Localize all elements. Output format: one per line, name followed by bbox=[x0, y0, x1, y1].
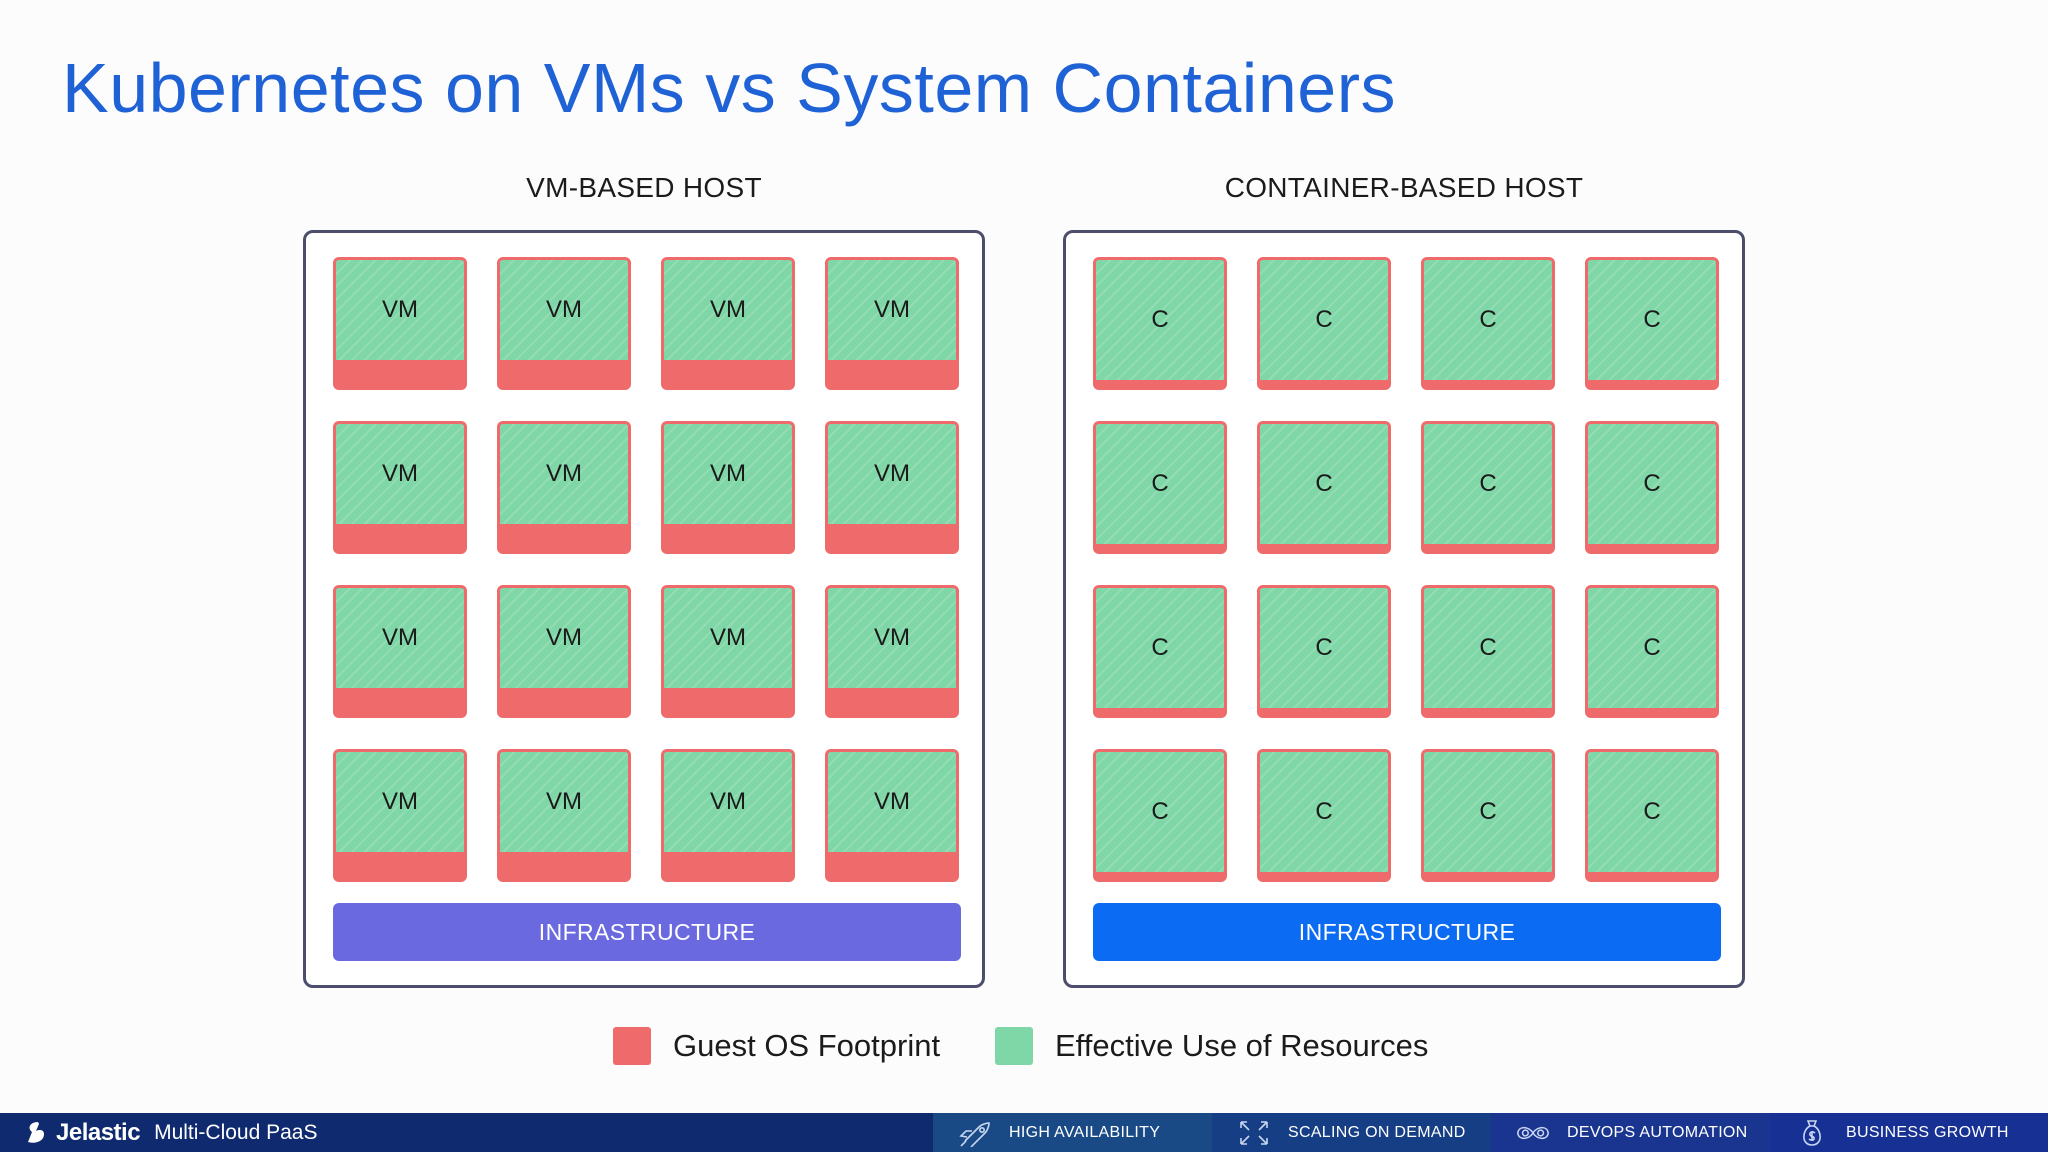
scaling-arrows-icon bbox=[1234, 1118, 1274, 1148]
vm-box: VM bbox=[497, 257, 631, 390]
vm-label: VM bbox=[500, 424, 628, 524]
vm-label: VM bbox=[336, 752, 464, 852]
legend-effective-label: Effective Use of Resources bbox=[1055, 1028, 1429, 1063]
vm-label: VM bbox=[828, 588, 956, 688]
container-host-label: CONTAINER-BASED HOST bbox=[1224, 172, 1584, 203]
container-box: C bbox=[1257, 585, 1391, 718]
container-box: C bbox=[1421, 257, 1555, 390]
feature-high-availability[interactable]: HIGH AVAILABILITY bbox=[933, 1113, 1212, 1152]
container-label: C bbox=[1096, 260, 1224, 380]
container-box: C bbox=[1421, 585, 1555, 718]
container-label: C bbox=[1260, 260, 1388, 380]
vm-box: VM bbox=[661, 749, 795, 882]
vm-label: VM bbox=[664, 260, 792, 360]
vm-box: VM bbox=[825, 257, 959, 390]
vm-infrastructure-bar: INFRASTRUCTURE bbox=[333, 903, 961, 961]
vm-label: VM bbox=[828, 424, 956, 524]
vm-box: VM bbox=[497, 749, 631, 882]
legend-guest-os-label: Guest OS Footprint bbox=[673, 1028, 941, 1063]
container-host-panel: C C C C C C C C C C C C C C C C INFRASTR… bbox=[1063, 230, 1745, 988]
feature-devops-automation[interactable]: DEVOPS AUTOMATION bbox=[1491, 1113, 1770, 1152]
feature-label: SCALING ON DEMAND bbox=[1288, 1123, 1466, 1141]
vm-host-label: VM-BASED HOST bbox=[526, 172, 762, 203]
vm-label: VM bbox=[500, 260, 628, 360]
vm-box: VM bbox=[333, 585, 467, 718]
container-box: C bbox=[1257, 749, 1391, 882]
container-label: C bbox=[1260, 424, 1388, 544]
vm-label: VM bbox=[336, 424, 464, 524]
container-label: C bbox=[1588, 752, 1716, 872]
vm-label: VM bbox=[500, 752, 628, 852]
feature-label: DEVOPS AUTOMATION bbox=[1567, 1123, 1748, 1141]
vm-box: VM bbox=[661, 585, 795, 718]
brand: Jelastic Multi-Cloud PaaS bbox=[24, 1113, 317, 1152]
container-label: C bbox=[1424, 260, 1552, 380]
container-grid: C C C C C C C C C C C C C C C C bbox=[1093, 257, 1721, 885]
vm-label: VM bbox=[336, 260, 464, 360]
container-box: C bbox=[1093, 257, 1227, 390]
container-label: C bbox=[1260, 752, 1388, 872]
container-box: C bbox=[1093, 749, 1227, 882]
container-label: C bbox=[1424, 424, 1552, 544]
rocket-icon bbox=[955, 1118, 995, 1148]
vm-box: VM bbox=[333, 257, 467, 390]
container-box: C bbox=[1585, 749, 1719, 882]
feature-business-growth[interactable]: BUSINESS GROWTH bbox=[1770, 1113, 2048, 1152]
footer-bar: Jelastic Multi-Cloud PaaS HIGH AVAILABIL… bbox=[0, 1113, 2048, 1152]
brand-name: Jelastic bbox=[56, 1118, 141, 1146]
legend-guest-os: Guest OS Footprint bbox=[613, 1026, 940, 1066]
vm-grid: VM VM VM VM VM VM VM VM VM VM VM VM VM V… bbox=[333, 257, 961, 885]
money-bag-icon bbox=[1792, 1118, 1832, 1148]
container-box: C bbox=[1257, 257, 1391, 390]
container-box: C bbox=[1257, 421, 1391, 554]
vm-box: VM bbox=[661, 257, 795, 390]
container-label: C bbox=[1096, 424, 1224, 544]
vm-box: VM bbox=[661, 421, 795, 554]
infinity-icon bbox=[1513, 1118, 1553, 1148]
jelastic-logo-icon bbox=[28, 1121, 44, 1143]
vm-label: VM bbox=[828, 752, 956, 852]
vm-box: VM bbox=[825, 585, 959, 718]
container-label: C bbox=[1588, 588, 1716, 708]
vm-label: VM bbox=[664, 588, 792, 688]
slide-title: Kubernetes on VMs vs System Containers bbox=[62, 49, 1397, 127]
vm-box: VM bbox=[497, 585, 631, 718]
container-box: C bbox=[1585, 421, 1719, 554]
vm-box: VM bbox=[825, 749, 959, 882]
container-box: C bbox=[1093, 585, 1227, 718]
container-box: C bbox=[1421, 421, 1555, 554]
vm-box: VM bbox=[497, 421, 631, 554]
container-label: C bbox=[1588, 260, 1716, 380]
container-box: C bbox=[1585, 257, 1719, 390]
vm-host-panel: VM VM VM VM VM VM VM VM VM VM VM VM VM V… bbox=[303, 230, 985, 988]
vm-label: VM bbox=[336, 588, 464, 688]
container-label: C bbox=[1096, 588, 1224, 708]
brand-tagline: Multi-Cloud PaaS bbox=[154, 1120, 318, 1144]
feature-scaling-on-demand[interactable]: SCALING ON DEMAND bbox=[1212, 1113, 1491, 1152]
container-infrastructure-bar: INFRASTRUCTURE bbox=[1093, 903, 1721, 961]
vm-label: VM bbox=[664, 752, 792, 852]
vm-label: VM bbox=[664, 424, 792, 524]
vm-label: VM bbox=[828, 260, 956, 360]
vm-box: VM bbox=[333, 421, 467, 554]
container-box: C bbox=[1585, 585, 1719, 718]
guest-os-swatch bbox=[613, 1027, 651, 1065]
feature-label: HIGH AVAILABILITY bbox=[1009, 1123, 1161, 1141]
legend-effective: Effective Use of Resources bbox=[995, 1026, 1428, 1066]
container-box: C bbox=[1093, 421, 1227, 554]
container-label: C bbox=[1424, 588, 1552, 708]
vm-box: VM bbox=[333, 749, 467, 882]
container-label: C bbox=[1424, 752, 1552, 872]
container-box: C bbox=[1421, 749, 1555, 882]
container-label: C bbox=[1260, 588, 1388, 708]
container-label: C bbox=[1588, 424, 1716, 544]
vm-label: VM bbox=[500, 588, 628, 688]
effective-swatch bbox=[995, 1027, 1033, 1065]
vm-box: VM bbox=[825, 421, 959, 554]
container-label: C bbox=[1096, 752, 1224, 872]
feature-label: BUSINESS GROWTH bbox=[1846, 1123, 2009, 1141]
